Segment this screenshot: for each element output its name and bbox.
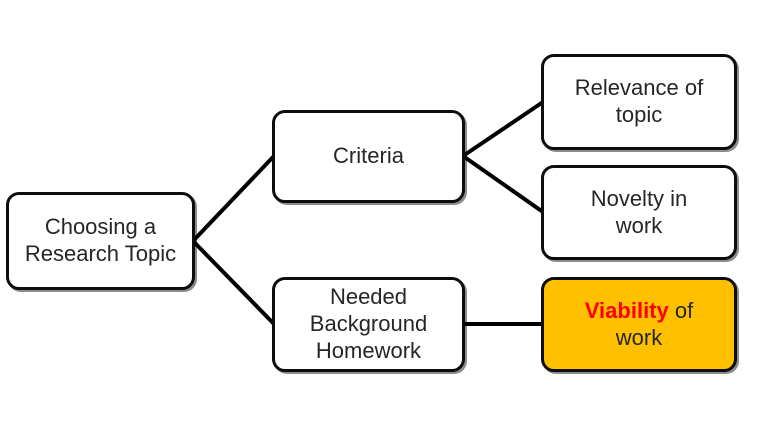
node-label: Relevance of topic xyxy=(574,75,704,127)
node-choosing-research-topic: Choosing a Research Topic xyxy=(6,192,195,290)
node-novelty-in-work: Novelty in work xyxy=(541,165,737,260)
node-label: Criteria xyxy=(333,143,404,169)
connector-criteria-novelty xyxy=(461,154,545,214)
node-label: Needed Background Homework xyxy=(309,284,428,363)
connector-root-needed xyxy=(191,239,276,326)
node-label: Novelty in work xyxy=(590,185,688,238)
node-viability-of-work: Viability of work xyxy=(541,277,737,372)
node-relevance-of-topic: Relevance of topic xyxy=(541,54,737,150)
connector-criteria-relevance xyxy=(461,100,545,158)
node-label: Choosing a Research Topic xyxy=(24,214,177,266)
node-needed-background-homework: Needed Background Homework xyxy=(272,277,465,372)
node-criteria: Criteria xyxy=(272,110,465,203)
node-label-highlight: Viability xyxy=(584,297,669,323)
connector-root-criteria xyxy=(191,154,276,243)
node-label: Viability of work xyxy=(585,298,693,352)
node-label-rest: of work xyxy=(615,297,694,350)
